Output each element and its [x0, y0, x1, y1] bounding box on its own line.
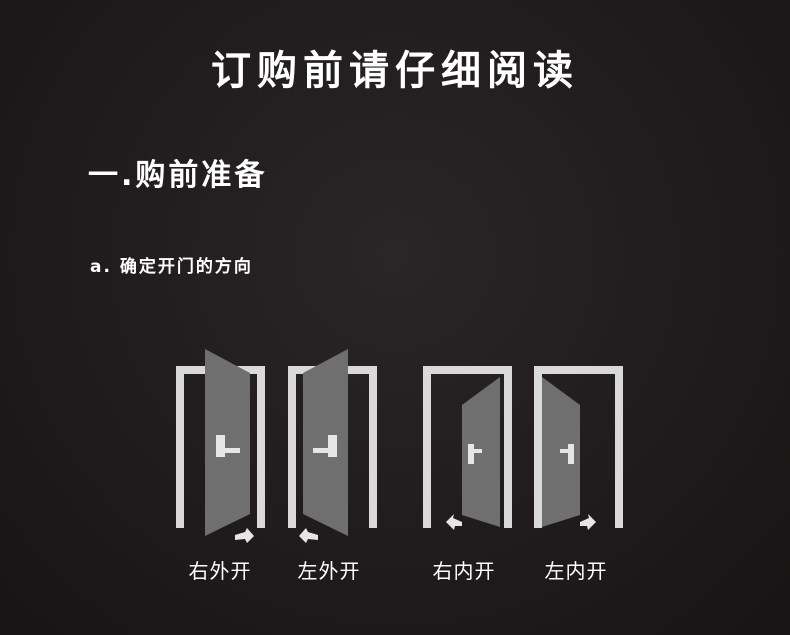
door-right-outward — [176, 349, 265, 543]
door-handle-icon — [468, 444, 482, 464]
door-left-outward — [288, 349, 377, 543]
door-label-right-inward: 右内开 — [432, 559, 496, 583]
door-handle-icon — [313, 435, 337, 457]
arrow-icon — [299, 528, 318, 543]
section-heading: 一.购前准备 — [88, 158, 268, 193]
arrow-icon — [235, 528, 254, 543]
door-right-inward — [423, 366, 512, 530]
door-handle-icon — [560, 444, 574, 464]
page-title: 订购前请仔细阅读 — [211, 48, 579, 94]
door-label-left-inward: 左内开 — [544, 559, 608, 583]
door-label-right-outward: 右外开 — [188, 559, 252, 583]
arrow-icon — [446, 514, 462, 530]
door-label-left-outward: 左外开 — [297, 559, 361, 583]
door-panel — [205, 349, 250, 536]
arrow-icon — [580, 514, 596, 530]
door-handle-icon — [216, 435, 240, 457]
door-panel — [303, 349, 348, 536]
subsection-heading: a. 确定开门的方向 — [90, 257, 253, 277]
door-left-inward — [534, 366, 623, 530]
